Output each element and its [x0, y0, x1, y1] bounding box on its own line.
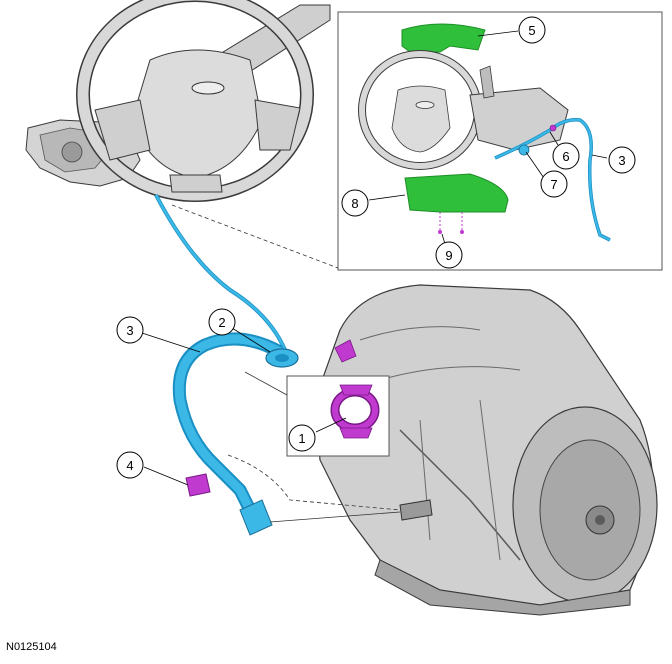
callout-7: 7 — [540, 170, 568, 198]
callout-1: 1 — [288, 424, 316, 452]
callout-9: 9 — [435, 241, 463, 269]
svg-text:6: 6 — [562, 149, 569, 164]
clip-part — [330, 384, 380, 439]
svg-text:8: 8 — [351, 196, 358, 211]
callout-leaders — [141, 30, 608, 486]
inset-lower-shroud — [404, 173, 509, 234]
svg-text:1: 1 — [298, 431, 305, 446]
svg-text:5: 5 — [528, 23, 535, 38]
svg-text:4: 4 — [126, 458, 133, 473]
callout-6: 6 — [552, 142, 580, 170]
callout-3-lower: 3 — [116, 316, 144, 344]
callout-4: 4 — [116, 451, 144, 479]
bracket-clip — [185, 473, 211, 497]
cable-routing-line — [227, 454, 401, 511]
callout-3-inset: 3 — [608, 146, 636, 174]
svg-text:3: 3 — [126, 323, 133, 338]
svg-text:9: 9 — [445, 248, 452, 263]
svg-text:3: 3 — [618, 153, 625, 168]
transmission — [314, 284, 658, 616]
callout-5: 5 — [518, 16, 546, 44]
figure-id: N0125104 — [6, 641, 57, 653]
inset-upper-shroud — [401, 23, 486, 53]
callout-8: 8 — [341, 189, 369, 217]
inset-leader-line — [171, 204, 339, 269]
svg-text:7: 7 — [550, 177, 557, 192]
wheel-emblem — [191, 81, 225, 95]
svg-text:2: 2 — [218, 315, 225, 330]
callout-2: 2 — [208, 308, 236, 336]
inset-shift-cable — [494, 117, 611, 242]
inset-steering-wheel — [358, 50, 482, 170]
steering-wheel — [76, 0, 314, 202]
shift-cable-lower — [172, 332, 299, 536]
